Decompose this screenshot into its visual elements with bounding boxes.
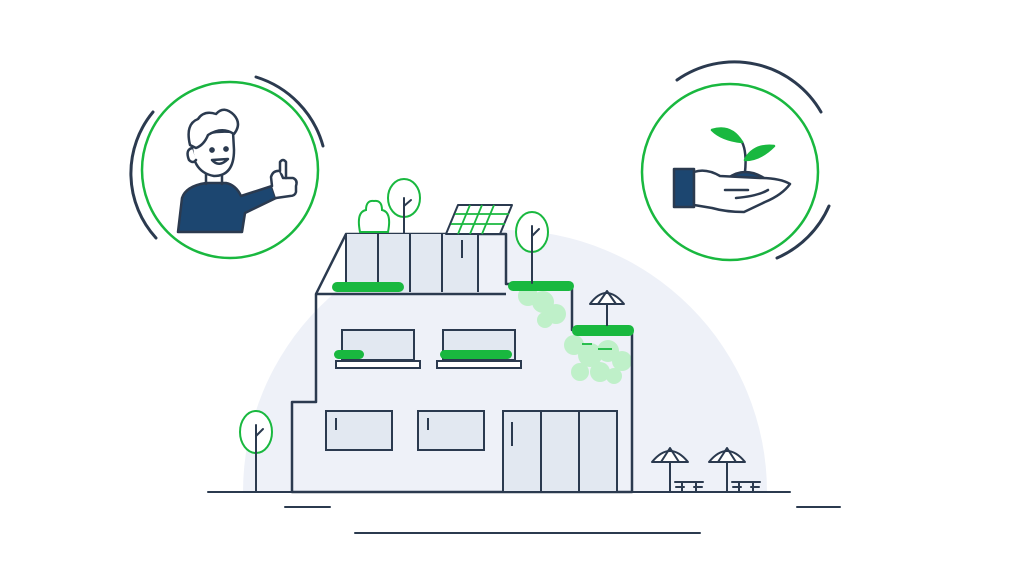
climbing-plants	[518, 286, 632, 384]
green-roof	[332, 281, 634, 359]
badge-arc	[775, 204, 831, 260]
rooftop-umbrella	[589, 290, 625, 326]
left-badge	[129, 75, 325, 260]
patio-umbrellas	[651, 447, 761, 493]
right-badge	[640, 60, 831, 262]
badge-arc	[129, 110, 158, 240]
ground-floor-windows	[325, 410, 618, 493]
building-body	[290, 232, 634, 494]
solar-panel	[445, 204, 513, 235]
rooftop-trees	[357, 178, 549, 284]
green-roof-dashes	[582, 343, 612, 350]
badge-arc	[675, 60, 823, 114]
badge-ring	[140, 80, 320, 260]
ground	[207, 491, 841, 534]
green-building-icon	[290, 178, 634, 494]
street-tree	[239, 410, 273, 493]
person-thumbs-up-icon	[176, 108, 298, 234]
badge-arc	[254, 75, 325, 148]
hand-holding-sprout-icon	[672, 127, 792, 214]
badge-ring	[640, 82, 820, 262]
